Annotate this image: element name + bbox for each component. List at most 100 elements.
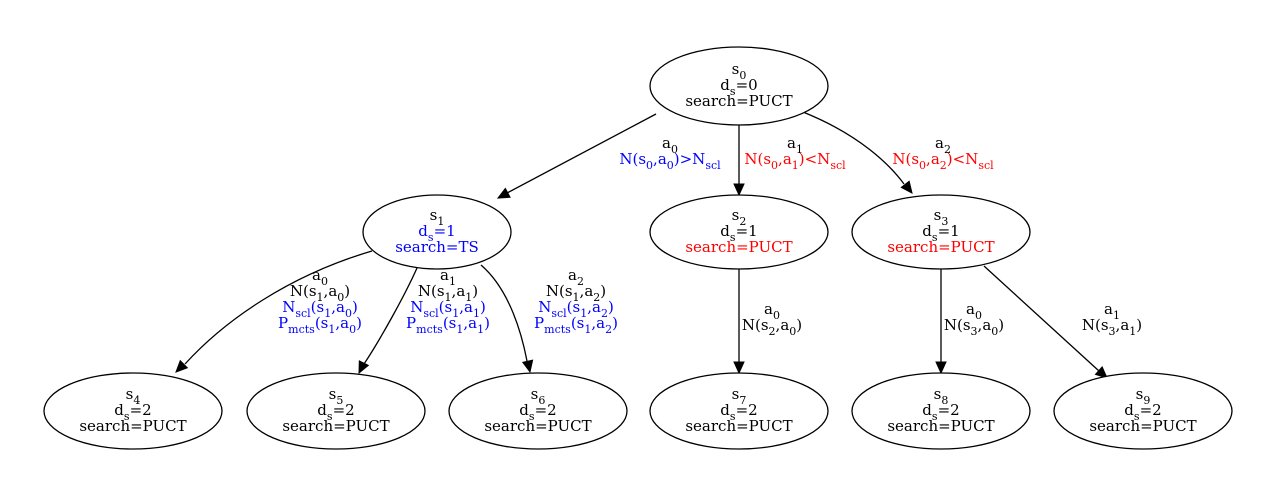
edge-line (363, 267, 418, 365)
arrowhead (733, 361, 745, 375)
node-ellipse (649, 372, 829, 450)
edge-label-s3-s9-line-0: a1 (1104, 300, 1120, 322)
edge-label-s1-s4: a0N(s1,a0)Nscl(s1,a0)Pmcts(s1,a0) (278, 266, 362, 336)
node-ellipse (851, 194, 1031, 270)
edge-label-s0-s3: a2N(s0,a2)<Nscl (892, 134, 994, 172)
edge-s2-s7 (733, 269, 745, 375)
node-s9-line-0: s9 (1136, 385, 1151, 407)
node-ellipse (649, 194, 829, 270)
node-s5-line-0: s5 (329, 385, 344, 407)
node-s9-line-2: search=PUCT (1089, 417, 1196, 435)
arrowhead (358, 360, 370, 375)
edge-labels-layer: a0N(s0,a0)>Nscla1N(s0,a1)<Nscla2N(s0,a2)… (278, 134, 1142, 338)
edge-label-s1-s5-line-3: Pmcts(s1,a1) (406, 314, 490, 336)
edge-label-s0-s3-line-0: a2 (935, 134, 951, 156)
node-s1-line-2: search=TS (395, 238, 479, 256)
edge-label-s0-s1: a0N(s0,a0)>Nscl (619, 134, 721, 172)
node-s6-line-0: s6 (531, 385, 546, 407)
edge-label-s0-s3-line-1: N(s0,a2)<Nscl (892, 150, 994, 172)
node-s3-line-2: search=PUCT (887, 238, 994, 256)
node-s3-line-0: s3 (934, 206, 949, 228)
arrowhead (496, 187, 511, 199)
node-s3-line-1: ds=1 (922, 222, 959, 244)
edges-layer (175, 111, 1108, 379)
arrowhead (175, 359, 189, 373)
edge-label-s1-s5: a1N(s1,a1)Nscl(s1,a1)Pmcts(s1,a1) (406, 266, 490, 336)
edge-line (983, 265, 1100, 372)
edge-label-s1-s4-line-1: N(s1,a0) (290, 282, 350, 304)
arrowhead (1094, 366, 1108, 379)
node-ellipse (1053, 372, 1233, 450)
node-s9-line-1: ds=2 (1124, 401, 1161, 423)
arrowhead (521, 359, 534, 374)
edge-line (802, 111, 905, 185)
node-s7-line-2: search=PUCT (685, 417, 792, 435)
edge-s1-s4 (175, 250, 373, 373)
node-ellipse (649, 46, 829, 126)
node-s1-line-1: ds=1 (418, 222, 455, 244)
node-s2-line-2: search=PUCT (685, 238, 792, 256)
node-s4-line-1: ds=2 (114, 401, 151, 423)
node-s4-line-2: search=PUCT (79, 417, 186, 435)
arrowhead (935, 361, 947, 375)
node-s7-line-0: s7 (732, 385, 747, 407)
edge-label-s3-s8: a0N(s3,a0) (944, 300, 1004, 338)
edge-label-s2-s7-line-1: N(s2,a0) (742, 316, 802, 338)
edge-s0-s3 (802, 111, 913, 194)
node-s7-line-1: ds=2 (720, 401, 757, 423)
node-ellipse (851, 372, 1031, 450)
edge-label-s3-s9: a1N(s3,a1) (1082, 300, 1142, 338)
edge-label-s0-s2-line-1: N(s0,a1)<Nscl (744, 150, 846, 172)
edge-line (480, 264, 528, 362)
edge-s0-s1 (496, 113, 657, 199)
edge-line (184, 250, 373, 365)
edge-label-s0-s2-line-0: a1 (787, 134, 803, 156)
edge-s3-s8 (935, 269, 947, 375)
node-s6-line-1: ds=2 (519, 401, 556, 423)
edge-s0-s2 (733, 125, 745, 197)
node-s6-line-2: search=PUCT (484, 417, 591, 435)
node-s0-line-1: ds=0 (720, 76, 757, 98)
edge-label-s1-s5-line-2: Nscl(s1,a1) (410, 298, 486, 320)
edge-label-s1-s5-line-0: a1 (440, 266, 456, 288)
node-ellipse (448, 372, 628, 450)
edge-label-s3-s8-line-0: a0 (966, 300, 982, 322)
node-s5-line-2: search=PUCT (282, 417, 389, 435)
edge-label-s1-s6: a2N(s1,a2)Nscl(s1,a2)Pmcts(s1,a2) (534, 266, 618, 336)
edge-label-s0-s1-line-1: N(s0,a0)>Nscl (619, 150, 721, 172)
node-s4-line-0: s4 (126, 385, 141, 407)
edge-label-s1-s4-line-3: Pmcts(s1,a0) (278, 314, 362, 336)
edge-s1-s6 (480, 264, 534, 374)
edge-label-s2-s7: a0N(s2,a0) (742, 300, 802, 338)
edge-label-s2-s7-line-0: a0 (764, 300, 780, 322)
node-ellipse (43, 372, 223, 450)
edge-label-s1-s6-line-1: N(s1,a2) (546, 282, 606, 304)
edge-line (506, 113, 657, 194)
nodes-layer: s0ds=0search=PUCTs1ds=1search=TSs2ds=1se… (43, 46, 1233, 450)
node-s8-line-0: s8 (934, 385, 949, 407)
edge-label-s1-s6-line-3: Pmcts(s1,a2) (534, 314, 618, 336)
edge-label-s1-s6-line-0: a2 (568, 266, 584, 288)
edge-label-s1-s5-line-1: N(s1,a1) (418, 282, 478, 304)
arrowhead (900, 180, 913, 194)
node-ellipse (246, 372, 426, 450)
arrowhead (733, 183, 745, 197)
node-ellipse (362, 194, 512, 270)
node-s2-line-0: s2 (732, 206, 747, 228)
node-s8-line-2: search=PUCT (887, 417, 994, 435)
node-s2-line-1: ds=1 (720, 222, 757, 244)
edge-label-s1-s6-line-2: Nscl(s1,a2) (538, 298, 614, 320)
edge-label-s3-s9-line-1: N(s3,a1) (1082, 316, 1142, 338)
edge-s3-s9 (983, 265, 1108, 379)
node-s5-line-1: ds=2 (317, 401, 354, 423)
